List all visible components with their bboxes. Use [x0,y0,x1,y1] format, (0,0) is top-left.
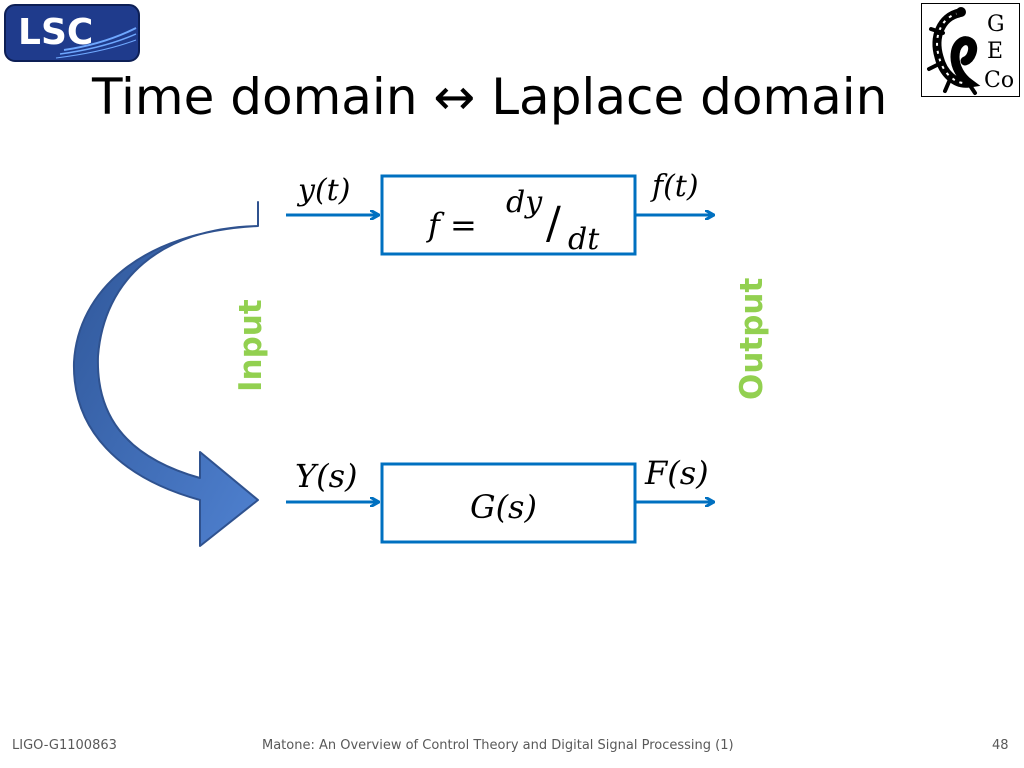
lsc-logo-text: LSC [18,12,93,53]
gecko-icon [927,7,981,95]
footer-presentation-title: Matone: An Overview of Control Theory an… [262,738,734,753]
bottom-system-block [380,462,637,544]
geco-logo: G E Co [921,3,1020,97]
output-label: Output [734,277,770,400]
derivative-denominator: dt [568,222,600,257]
geco-letter-g: G [987,12,1005,37]
footer-document-id: LIGO-G1100863 [12,738,117,753]
geco-letters-co: Co [984,68,1014,93]
bottom-output-label: F(s) [644,454,709,492]
bottom-input-label: Y(s) [295,457,358,495]
derivative-lhs: f = [426,206,477,244]
curved-transform-arrow [72,201,259,547]
derivative-slash: / [546,198,561,249]
transfer-function-label: G(s) [470,488,537,526]
slide-title: Time domain ↔ Laplace domain [92,68,888,126]
top-system-block [380,174,637,256]
top-output-label: f(t) [650,169,699,204]
geco-letter-e: E [987,39,1003,64]
footer-page-number: 48 [992,738,1009,753]
lsc-logo: LSC [4,4,140,62]
derivative-numerator: dy [506,185,543,220]
top-input-label: y(t) [296,173,350,208]
input-label: Input [233,299,269,392]
